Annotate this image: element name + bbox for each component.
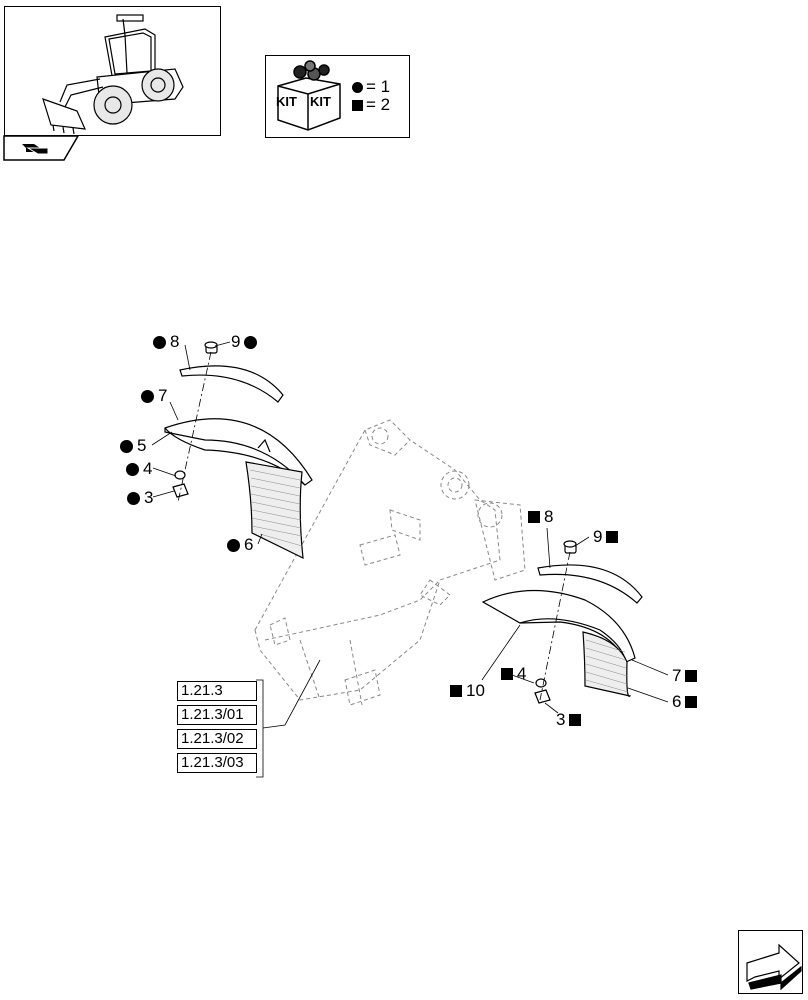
circle-kit-icon	[153, 335, 166, 349]
square-symbol-icon	[352, 99, 363, 111]
callout-label: 3	[556, 710, 566, 729]
callout-5-circle: 5	[120, 437, 146, 455]
callout-label: 7	[158, 386, 168, 405]
square-kit-icon	[606, 531, 619, 543]
callout-8-square: 8	[528, 508, 553, 526]
circle-kit-icon	[120, 439, 133, 453]
callout-3-circle: 3	[127, 489, 153, 507]
part-9-bolt-right	[563, 540, 577, 554]
legend-circle-row: = 1	[352, 78, 390, 96]
next-page-arrow-icon[interactable]	[739, 931, 804, 995]
callout-6-square: 6	[672, 692, 698, 711]
part-4-washer-right	[535, 678, 547, 688]
reference-link[interactable]: 1.21.3/02	[177, 729, 257, 749]
legend-square-row: = 2	[352, 96, 390, 114]
circle-kit-icon	[244, 335, 258, 349]
square-kit-icon	[569, 714, 582, 726]
reference-link[interactable]: 1.21.3/03	[177, 753, 257, 773]
square-kit-icon	[450, 685, 462, 697]
circle-kit-icon	[126, 462, 139, 476]
kit-label-right: KIT	[310, 94, 331, 109]
square-kit-icon	[501, 668, 513, 680]
return-arrow-icon[interactable]	[3, 135, 80, 162]
callout-6-circle: 6	[227, 536, 253, 554]
callout-label: 10	[466, 681, 485, 700]
circle-kit-icon	[141, 389, 154, 403]
part-10-fender-right	[481, 589, 636, 663]
circle-kit-icon	[227, 538, 240, 552]
circle-symbol-icon	[352, 81, 363, 93]
part-9-bolt-left	[204, 341, 218, 354]
callout-8-circle: 8	[153, 333, 179, 351]
part-3-nut-left	[172, 483, 189, 498]
square-kit-icon	[528, 511, 540, 523]
callout-3-square: 3	[556, 710, 582, 729]
callout-label: 6	[244, 535, 254, 554]
callout-9-square: 9	[593, 527, 619, 546]
callout-7-circle: 7	[141, 387, 167, 405]
legend-square-text: = 2	[366, 95, 391, 114]
callout-label: 8	[544, 507, 554, 526]
callout-label: 7	[672, 666, 682, 685]
callout-9-circle: 9	[231, 332, 258, 351]
callout-label: 9	[593, 527, 603, 546]
part-8-strip-left	[179, 365, 284, 403]
part-3-nut-right	[534, 689, 551, 704]
part-4-washer-left	[174, 470, 186, 480]
callout-label: 4	[143, 459, 153, 478]
callout-label: 4	[517, 664, 527, 683]
machine-thumbnail	[4, 6, 221, 136]
callout-label: 3	[144, 488, 154, 507]
square-kit-icon	[685, 670, 698, 682]
kit-boxes-icon	[277, 60, 341, 131]
left-fender-assembly	[151, 341, 313, 560]
part-6-mudflap-right	[582, 631, 632, 697]
callout-label: 5	[137, 436, 147, 455]
square-kit-icon	[685, 696, 698, 708]
return-tab[interactable]	[3, 135, 80, 162]
reference-link[interactable]: 1.21.3/01	[177, 705, 257, 725]
callout-4-circle: 4	[126, 460, 152, 478]
legend-circle-text: = 1	[366, 77, 391, 96]
circle-kit-icon	[127, 491, 140, 505]
part-7-fender-left	[164, 418, 313, 486]
loader-frame-phantom	[254, 419, 526, 706]
wheel-loader-icon	[42, 14, 184, 135]
part-8-strip-right	[537, 564, 643, 604]
part-6-mudflap-left	[245, 461, 304, 560]
callout-label: 8	[170, 332, 180, 351]
right-fender-assembly	[481, 527, 669, 714]
reference-bracket	[256, 659, 321, 778]
kit-label-left: KIT	[276, 94, 297, 109]
callout-label: 9	[231, 332, 241, 351]
kit-legend: KIT KIT = 1 = 2	[265, 55, 410, 138]
callout-label: 6	[672, 692, 682, 711]
next-page-button[interactable]	[738, 930, 803, 994]
callout-7-square: 7	[672, 666, 698, 685]
reference-link[interactable]: 1.21.3	[177, 681, 257, 701]
callout-4-square: 4	[501, 665, 526, 683]
callout-10-square: 10	[450, 682, 485, 700]
